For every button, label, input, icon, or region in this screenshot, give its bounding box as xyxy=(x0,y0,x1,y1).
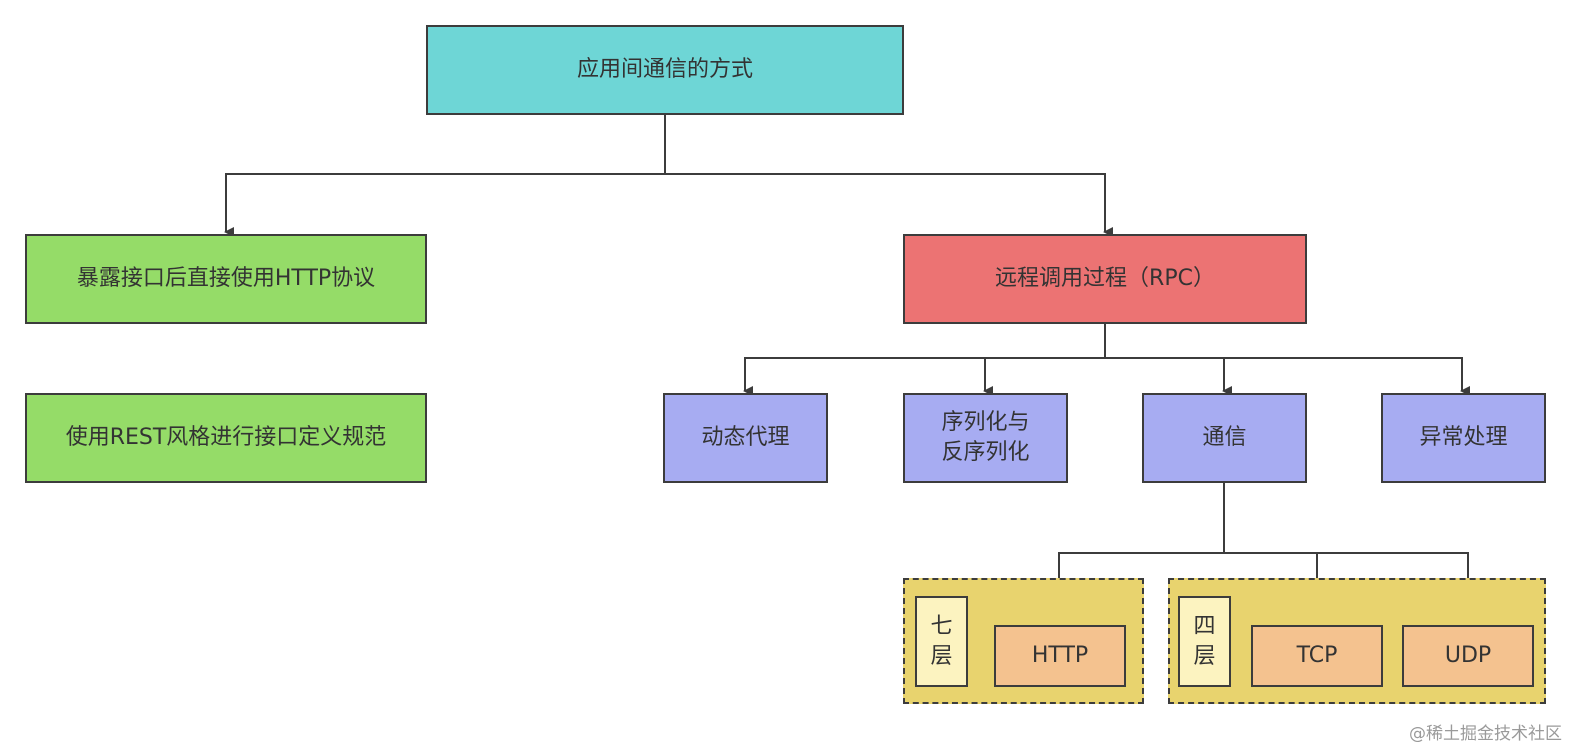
edge-root-to-http-direct xyxy=(224,114,666,237)
edge-rpc-to-exception-handling xyxy=(1104,323,1470,396)
exception-handling-node-label: 异常处理 xyxy=(1419,425,1508,450)
root-node: 应用间通信的方式 xyxy=(426,25,904,115)
exception-handling-node: 异常处理 xyxy=(1381,393,1546,483)
rest-style-node-label: 使用REST风格进行接口定义规范 xyxy=(65,425,387,450)
udp-protocol-node: UDP xyxy=(1402,625,1534,687)
rpc-node-label: 远程调用过程（RPC） xyxy=(995,266,1215,291)
edge-root-to-rpc xyxy=(664,114,1113,237)
rest-style-node: 使用REST风格进行接口定义规范 xyxy=(25,393,427,483)
tcp-protocol-node-label: TCP xyxy=(1296,643,1338,668)
http-direct-node: 暴露接口后直接使用HTTP协议 xyxy=(25,234,427,324)
serialization-node-label-line1: 序列化与 xyxy=(941,410,1030,435)
watermark: @稀土掘金技术社区 xyxy=(1409,724,1562,744)
four-layer-label-line2: 层 xyxy=(1193,643,1216,669)
communication-node-label: 通信 xyxy=(1202,425,1247,450)
tcp-protocol-node: TCP xyxy=(1251,625,1383,687)
dynamic-proxy-node: 动态代理 xyxy=(663,393,828,483)
edge-rpc-to-serialization xyxy=(983,323,1106,396)
serialization-node-label-line2: 反序列化 xyxy=(941,440,1030,465)
seven-layer-label-line1: 七 xyxy=(930,613,953,639)
four-layer-label: 四 层 xyxy=(1178,596,1231,687)
udp-protocol-node-label: UDP xyxy=(1444,643,1492,668)
dynamic-proxy-node-label: 动态代理 xyxy=(701,425,790,450)
rpc-node: 远程调用过程（RPC） xyxy=(903,234,1307,324)
seven-layer-label: 七 层 xyxy=(915,596,968,687)
http-protocol-node-label: HTTP xyxy=(1031,643,1089,668)
root-node-label: 应用间通信的方式 xyxy=(576,57,753,82)
communication-node: 通信 xyxy=(1142,393,1307,483)
four-layer-label-line1: 四 xyxy=(1193,613,1216,639)
serialization-node: 序列化与 反序列化 xyxy=(903,393,1068,483)
seven-layer-label-line2: 层 xyxy=(930,643,953,669)
http-protocol-node: HTTP xyxy=(994,625,1126,687)
http-direct-node-label: 暴露接口后直接使用HTTP协议 xyxy=(76,266,376,291)
